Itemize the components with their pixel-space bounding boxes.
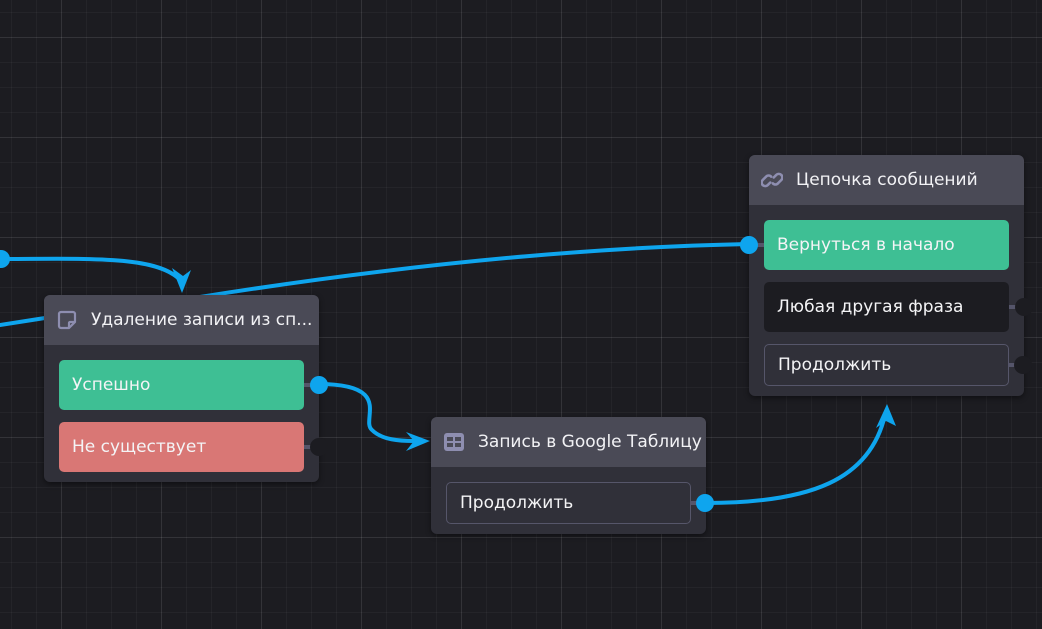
output-port[interactable] xyxy=(310,438,328,456)
node-header[interactable]: Цепочка сообщений xyxy=(749,155,1024,205)
port-stub xyxy=(1008,363,1018,367)
node-message-chain[interactable]: Цепочка сообщений Вернуться в начало Люб… xyxy=(740,155,1033,396)
option-not-exists[interactable]: Не существует xyxy=(59,422,328,472)
output-port-connected[interactable] xyxy=(310,376,328,394)
node-title: Запись в Google Таблицу xyxy=(478,432,702,452)
edge-success-to-google-sheet[interactable] xyxy=(316,382,416,443)
node-title: Удаление записи из сп... xyxy=(91,310,313,330)
node-google-sheet[interactable]: Запись в Google Таблицу Продолжить xyxy=(431,417,714,534)
port-stub xyxy=(1009,305,1019,309)
port-stub xyxy=(304,383,314,387)
option-label: Не существует xyxy=(72,437,207,457)
option-continue[interactable]: Продолжить xyxy=(446,482,714,524)
arrowhead-delete-record xyxy=(172,268,191,293)
node-delete-record[interactable]: Удаление записи из сп... Успешно Не суще… xyxy=(44,295,328,482)
option-label: Успешно xyxy=(72,375,151,395)
option-continue[interactable]: Продолжить xyxy=(764,344,1032,386)
output-port-connected[interactable] xyxy=(696,494,714,512)
link-icon xyxy=(761,169,783,191)
node-header[interactable]: Запись в Google Таблицу xyxy=(431,417,706,467)
option-label: Любая другая фраза xyxy=(777,297,964,317)
edge-offscreen-to-message-chain[interactable] xyxy=(0,242,751,327)
option-back-to-start[interactable]: Вернуться в начало xyxy=(740,220,1009,270)
output-port[interactable] xyxy=(1015,298,1033,316)
option-any-other-phrase[interactable]: Любая другая фраза xyxy=(764,282,1033,332)
option-label: Продолжить xyxy=(460,493,574,513)
edge-offscreen-to-delete-record[interactable] xyxy=(0,256,184,284)
option-success[interactable]: Успешно xyxy=(59,360,328,410)
node-header[interactable]: Удаление записи из сп... xyxy=(44,295,319,345)
table-icon xyxy=(443,431,465,453)
option-label: Вернуться в начало xyxy=(777,235,955,255)
edge-google-sheet-to-message-chain[interactable] xyxy=(704,413,887,505)
option-label: Продолжить xyxy=(778,355,892,375)
output-port[interactable] xyxy=(1014,356,1032,374)
edge-source-dot-left[interactable] xyxy=(0,250,10,268)
node-title: Цепочка сообщений xyxy=(796,170,978,190)
input-port-connected[interactable] xyxy=(740,236,758,254)
arrowhead-message-chain xyxy=(876,404,896,428)
port-stub xyxy=(754,243,764,247)
port-stub xyxy=(690,501,700,505)
sticky-note-icon xyxy=(56,309,78,331)
port-stub xyxy=(304,445,314,449)
arrowhead-google-sheet xyxy=(406,432,430,451)
